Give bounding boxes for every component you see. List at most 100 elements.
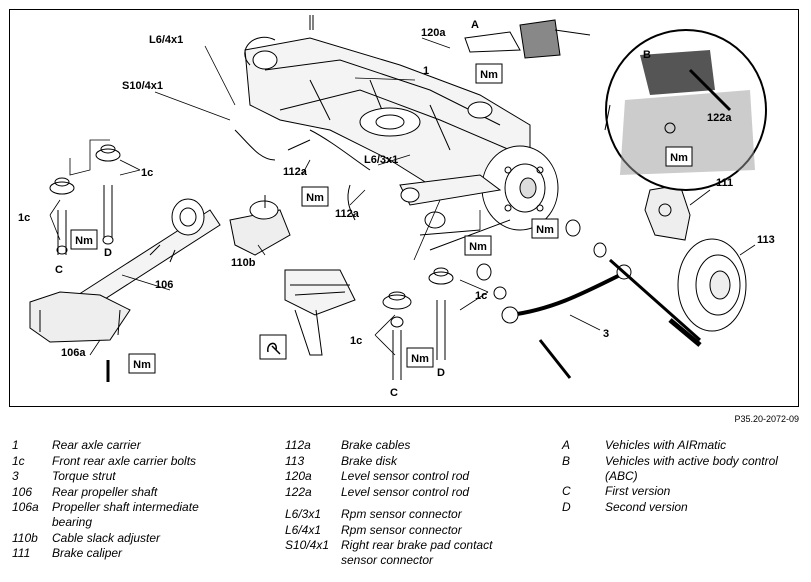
label-1c-a: 1c (141, 167, 153, 179)
legend-column-1: 1 Rear axle carrier 1c Front rear axle car… (12, 438, 262, 562)
legend-value: Front rear axle carrier bolts (52, 453, 197, 468)
label-3: 3 (603, 328, 609, 340)
exploded-view-diagram: Nm Nm Nm Nm Nm Nm Nm Nm L6/4x1 S10/4x1 L… (18, 15, 775, 399)
legend-key: L6/4x1 (285, 522, 322, 537)
diagram-frame: Nm Nm Nm Nm Nm Nm Nm Nm L6/4x1 S10/4x1 L… (9, 9, 799, 407)
legend-value: Level sensor control rod (341, 469, 470, 483)
torque-strut (476, 263, 632, 379)
legend-value: Brake caliper (52, 546, 123, 560)
label-b: B (643, 49, 651, 61)
svg-text:Nm: Nm (411, 353, 429, 365)
legend-key: B (562, 453, 571, 468)
label-d-2: D (437, 367, 445, 379)
legend-value: Torque strut (52, 469, 116, 483)
legend-key: 113 (285, 453, 305, 468)
torque-callout-7: Nm (406, 347, 434, 368)
legend-key: 106 (12, 484, 33, 499)
svg-text:Nm: Nm (670, 152, 688, 164)
label-a: A (471, 19, 479, 31)
cable-slack-adjuster (229, 195, 291, 256)
legend-row: 112a Brake cables (285, 438, 535, 454)
legend-value: Brake cables (341, 438, 411, 452)
brake-disk (677, 238, 747, 332)
label-122a: 122a (707, 112, 732, 124)
label-111: 111 (716, 177, 733, 189)
legend-key: 1 (12, 438, 19, 452)
legend-row: A Vehicles with AIRmatic (562, 438, 802, 454)
legend-row: 3 Torque strut (12, 469, 262, 485)
label-112a-b: 112a (335, 208, 360, 220)
label-c-1: C (55, 264, 63, 276)
legend-key: S10/4x1 (285, 538, 330, 552)
rear-axle-carrier (244, 15, 531, 186)
legend-value: Rpm sensor connector (341, 507, 462, 521)
torque-callout-1: Nm (475, 63, 503, 84)
label-l6-3x1: L6/3x1 (364, 154, 398, 166)
label-s10-4x1: S10/4x1 (122, 80, 163, 92)
torque-callout-6: Nm (531, 218, 559, 239)
legend-value: Level sensor control rod (341, 484, 470, 499)
label-c-2: C (390, 387, 398, 399)
legend-key: 120a (285, 469, 312, 483)
label-106a: 106a (61, 347, 86, 359)
legend-value: First version (605, 484, 671, 498)
legend-row: 122a Level sensor control rod (285, 485, 535, 501)
legend-key: A (562, 438, 571, 452)
torque-callouts: Nm Nm Nm Nm Nm Nm Nm Nm (70, 63, 693, 374)
label-112a-a: 112a (283, 166, 308, 178)
torque-callout-4: Nm (128, 353, 156, 374)
label-110b: 110b (231, 257, 256, 269)
svg-text:Nm: Nm (480, 69, 498, 81)
legend-key: D (562, 499, 571, 514)
brake-cables (234, 129, 371, 221)
legend-row: 110b Cable slack adjuster (12, 531, 262, 547)
legend-row: 111 Brake caliper (12, 546, 262, 562)
legend-value: Right rear brake pad contact sensor conn… (341, 538, 493, 567)
label-113: 113 (757, 234, 775, 246)
label-1: 1 (423, 65, 429, 77)
label-1c-c: 1c (350, 335, 362, 347)
carrier-bolts-left (49, 144, 121, 255)
level-sensor-a (464, 19, 591, 59)
caliper-bolts (565, 219, 702, 347)
legend-key: L6/3x1 (285, 507, 322, 521)
legend-value: Brake disk (341, 453, 398, 468)
legend-row: L6/3x1 Rpm sensor connector (285, 507, 535, 523)
leader-lines (49, 37, 756, 356)
legend-value: Vehicles with AIRmatic (605, 438, 727, 452)
label-106: 106 (155, 279, 173, 291)
legend-key: 1c (12, 453, 25, 468)
legend-row: 1 Rear axle carrier (12, 438, 262, 454)
svg-text:Nm: Nm (75, 235, 93, 247)
legend-key: 122a (285, 484, 312, 499)
legend-key: 106a (12, 500, 39, 514)
legend-key: C (562, 484, 571, 498)
torque-callout-5: Nm (464, 235, 492, 256)
svg-text:Nm: Nm (536, 224, 554, 236)
legend-row: 1c Front rear axle carrier bolts (12, 454, 262, 470)
label-1c-d: 1c (475, 290, 487, 302)
figure-reference: P35.20-2072-09 (734, 414, 799, 424)
svg-text:Nm: Nm (469, 241, 487, 253)
label-120a: 120a (421, 27, 446, 39)
legend-key: 110b (12, 530, 38, 545)
torque-callout-2: Nm (301, 186, 329, 207)
legend-key: 112a (285, 438, 311, 452)
label-l6-4x1: L6/4x1 (149, 34, 183, 46)
special-tool (284, 269, 356, 356)
legend-value: Rear axle carrier (52, 438, 141, 452)
legend-value: Cable slack adjuster (52, 530, 161, 545)
legend-value: Rpm sensor connector (341, 522, 462, 537)
brake-caliper (644, 184, 691, 241)
legend-row: 113 Brake disk (285, 454, 535, 470)
legend-row: C First version (562, 484, 802, 500)
wheel-hub (481, 145, 559, 231)
legend-key: 111 (12, 546, 31, 560)
legend-key: 3 (12, 469, 19, 483)
detail-circle-b (604, 29, 767, 191)
legend-row: 120a Level sensor control rod (285, 469, 535, 485)
